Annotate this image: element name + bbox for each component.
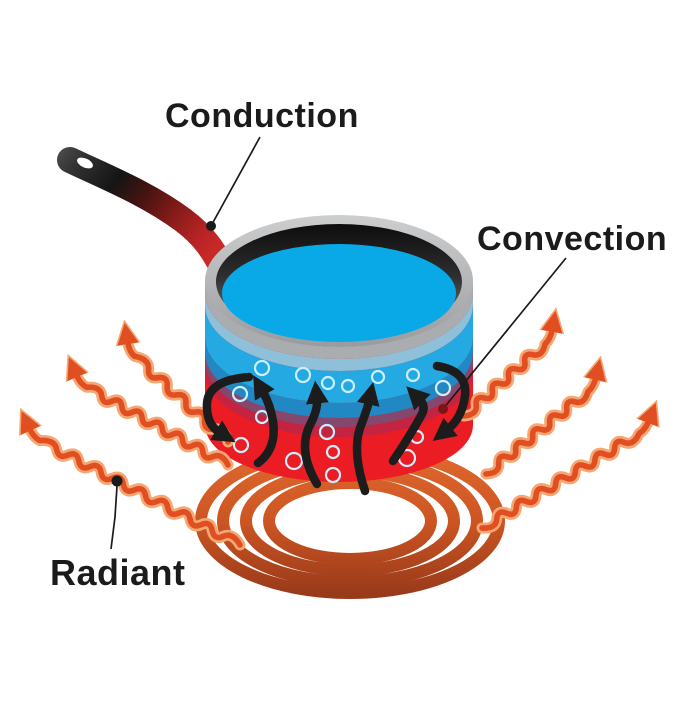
bubble [232,436,250,454]
leader-lines [110,136,567,550]
pot-handle [57,147,239,289]
radiant-wave-left-bottom [19,407,246,551]
labels: Conduction Convection Radiant [50,97,667,593]
bubble [231,385,249,403]
radiant-wave-left-top [115,319,234,448]
pot [205,215,473,482]
convection-label: Convection [477,220,667,258]
radiant-wave-right-bottom [476,399,660,534]
convection-dot [438,404,448,414]
radiant-label: Radiant [50,552,186,593]
conduction-label: Conduction [165,97,359,135]
bubble [325,444,341,460]
convection-arrow-down-left [202,372,254,443]
convection-arrows [202,361,470,496]
convection-arrow-up-2 [300,380,329,489]
radiant-wave-right-middle [480,355,608,480]
bubble [434,379,452,397]
bubble [318,423,336,441]
bubbles [231,359,452,484]
conduction-leader-line [210,136,261,227]
radiant-wave-right-top [458,307,565,422]
radiant-wave-left-middle [65,353,234,471]
handle-bar [57,147,239,289]
radiant-dot [111,475,123,487]
radiant-waves [19,307,660,551]
convection-leader-line [442,257,567,410]
bubble [340,378,356,394]
convection-arrow-down-right [432,361,470,442]
water-surface [222,244,456,342]
bubble [253,359,271,377]
convection-arrow-up-right [388,386,431,466]
handle-hole [77,157,93,169]
wall-band-gray [205,281,473,359]
bubble [405,367,421,383]
bubble [284,451,304,471]
wall-band-lightblue [205,293,473,371]
bubble [324,466,342,484]
conduction-dot [206,221,216,231]
convection-arrow-up-1 [253,375,278,468]
coil-ring-inner [263,477,437,565]
bubble [294,366,312,384]
radiant-leader-line [110,485,118,550]
convection-arrow-up-3 [352,381,380,496]
